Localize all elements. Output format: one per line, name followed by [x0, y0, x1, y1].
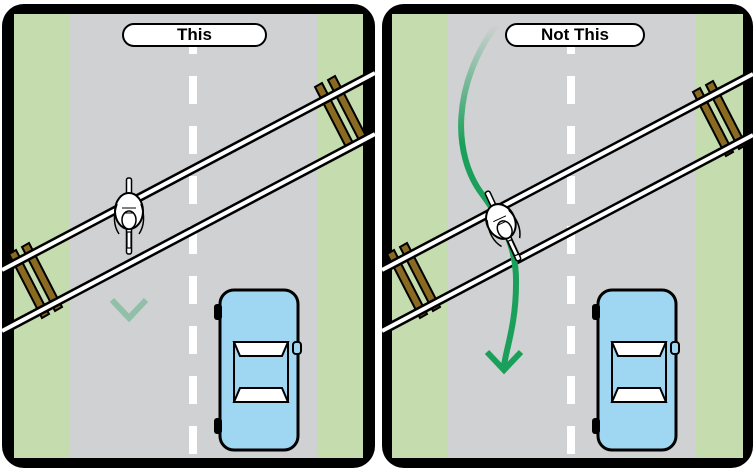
panel-not-this: Not This: [382, 4, 753, 468]
panel-label-this: This: [122, 23, 267, 47]
car-icon: [214, 290, 301, 450]
scene-not-this: [382, 4, 753, 468]
panel-label-not-this: Not This: [505, 23, 645, 47]
car-icon: [592, 290, 679, 450]
scene-this: [2, 4, 375, 468]
panel-this: This: [2, 4, 375, 468]
